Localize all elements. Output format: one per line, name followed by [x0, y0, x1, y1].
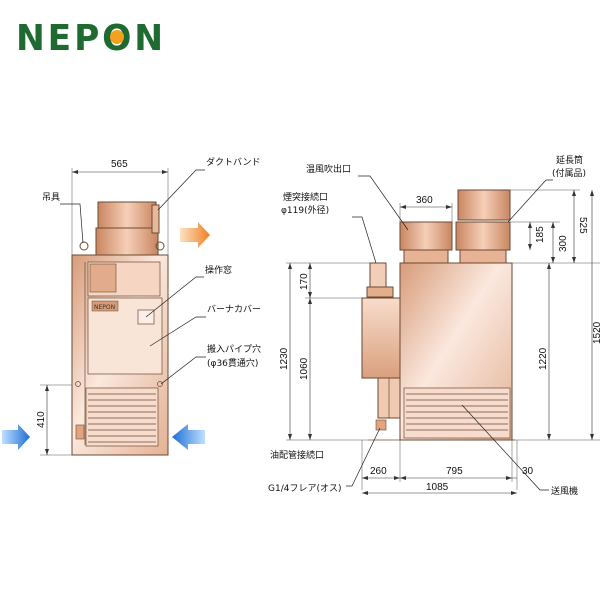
- dim-width-30: 30: [522, 466, 534, 477]
- dim-chimney-170: 170: [299, 273, 310, 290]
- dim-height-1230: 1230: [279, 347, 290, 370]
- label-carry-pipe-hole: 搬入パイプ穴: [207, 343, 261, 355]
- dim-outlet-width: 360: [416, 195, 433, 206]
- label-chimney-port-size: φ119(外径): [281, 204, 329, 216]
- dim-front-width: 565: [111, 159, 128, 170]
- label-carry-pipe-hole-note: (φ36貫通穴): [207, 357, 258, 369]
- dim-height-1060: 1060: [299, 357, 310, 380]
- nameplate-text: NEPON: [94, 304, 115, 311]
- dim-front-intake-height: 410: [36, 411, 47, 428]
- outlet-box-right: [455, 221, 511, 251]
- fuel-port-fitting: [375, 419, 387, 431]
- front-nameplate: [91, 300, 119, 312]
- dim-extension-height: 525: [577, 217, 588, 234]
- label-hanger: 吊具: [42, 192, 60, 203]
- dim-outlet-300: 300: [558, 235, 569, 252]
- dim-height-1220: 1220: [538, 347, 549, 370]
- label-extension-tube: 延長筒: [556, 154, 583, 166]
- dim-width-795: 795: [446, 466, 463, 477]
- side-intake-grille: [403, 387, 511, 439]
- hanger-ring-right: [155, 241, 165, 251]
- label-extension-tube-note: (付属品): [552, 168, 586, 179]
- label-burner-cover: バーナカバー: [207, 304, 261, 315]
- intake-arrow-right: [172, 424, 205, 450]
- dim-width-260: 260: [370, 466, 387, 477]
- side-view: 360 525 185 300 1220 1520 170: [268, 154, 603, 497]
- front-duct-hood: [97, 201, 157, 233]
- duct-band-shape: [151, 204, 160, 234]
- logo-accent-dot: [110, 30, 124, 44]
- label-fuel-port-size: G1/4フレア(オス): [268, 483, 341, 494]
- label-chimney-port: 煙突接続口: [283, 191, 328, 203]
- hot-air-out-arrow: [180, 222, 210, 248]
- carry-pipe-hole-right: [157, 381, 163, 387]
- label-blower: 送風機: [551, 485, 578, 497]
- front-fuel-fitting: [75, 424, 85, 440]
- burner-side-box: [361, 297, 403, 379]
- burner-unit: [89, 263, 117, 293]
- dim-width-1085: 1085: [426, 482, 449, 493]
- carry-pipe-hole-left: [75, 381, 81, 387]
- intake-arrow-left: [2, 424, 30, 450]
- label-duct-band: ダクトバンド: [206, 156, 260, 168]
- front-intake-grille: [85, 387, 159, 447]
- extension-tube: [457, 189, 511, 221]
- dim-outlet-185: 185: [535, 226, 546, 243]
- outlet-box-left: [399, 221, 453, 251]
- chimney-stub: [369, 262, 387, 288]
- dim-height-1520: 1520: [592, 321, 603, 344]
- label-hot-air-outlet: 温風吹出口: [306, 163, 351, 175]
- label-fuel-port: 油配管接続口: [270, 449, 324, 461]
- logo-text: NEPON: [16, 18, 166, 59]
- hanger-ring-left: [79, 241, 89, 251]
- nepon-logo: NEPON: [16, 18, 166, 59]
- front-view: NEPON 565 410: [2, 156, 261, 456]
- label-control-window: 操作窓: [205, 264, 232, 276]
